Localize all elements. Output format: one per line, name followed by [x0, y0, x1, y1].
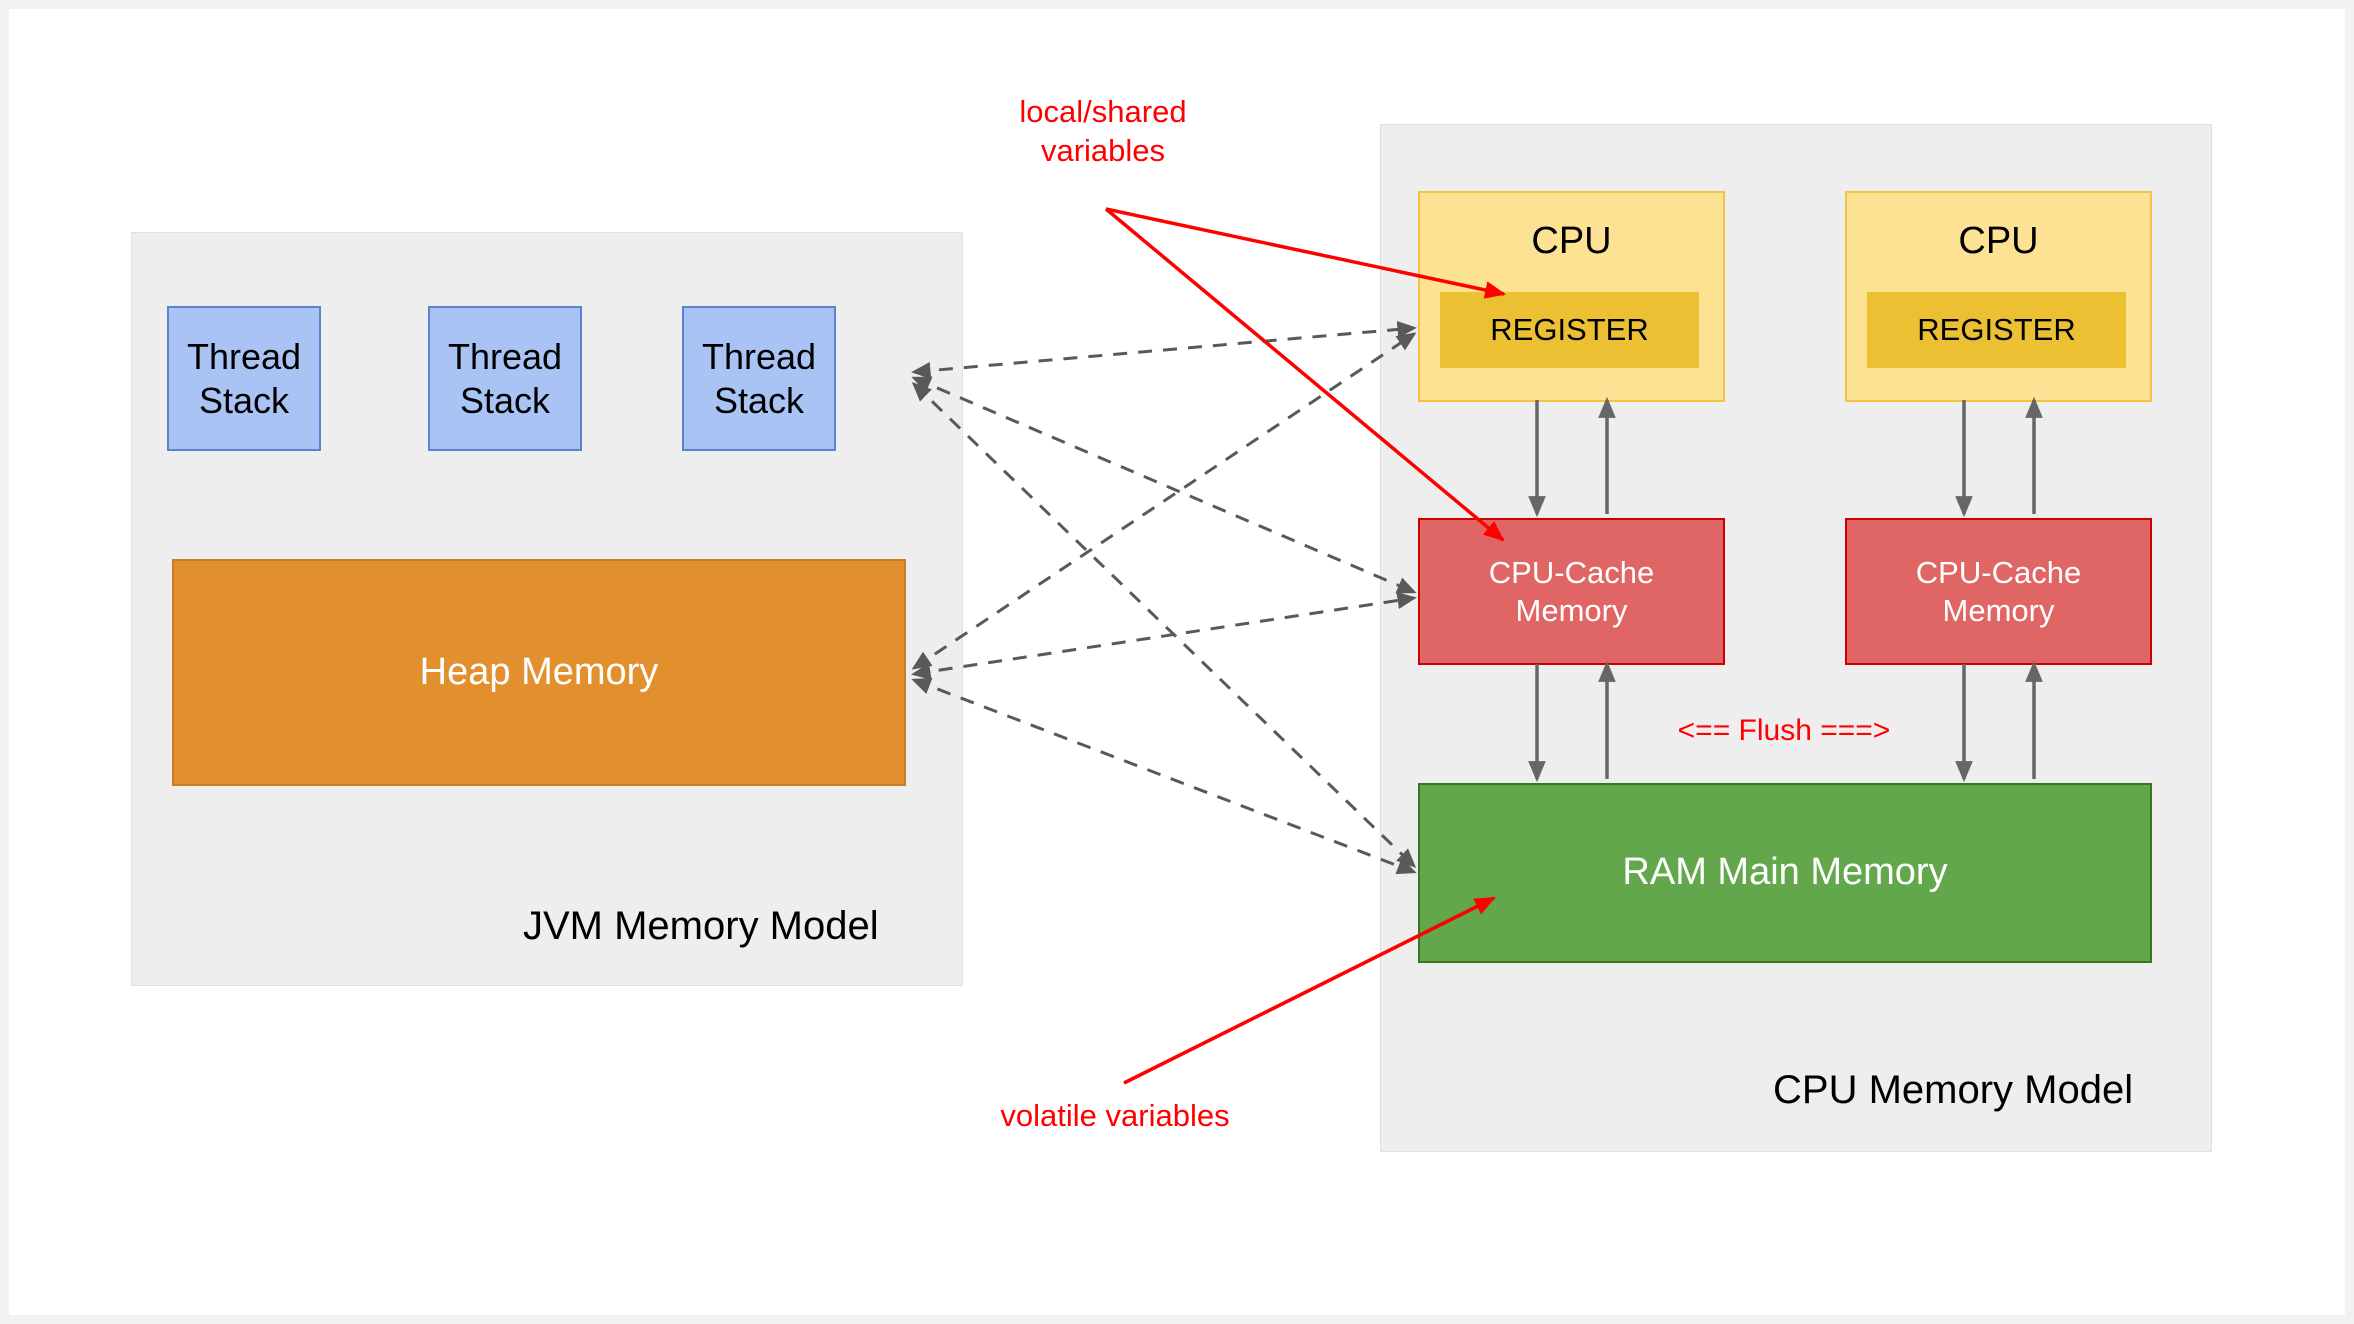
jvm-memory-model-label: JVM Memory Model — [523, 904, 879, 948]
edge-heap-to-ram — [911, 677, 1417, 875]
annotation-volatile-variables: volatile variables — [1000, 1098, 1230, 1133]
register-box-1[interactable]: REGISTER — [1440, 292, 1699, 368]
edge-threadstack-to-register — [911, 320, 1417, 380]
cpu-box-2[interactable]: CPU REGISTER — [1845, 191, 2152, 402]
edge-threadstack-to-cache — [911, 376, 1417, 594]
cpu-title-2: CPU — [1958, 220, 2039, 262]
cpu-box-1[interactable]: CPU REGISTER — [1418, 191, 1725, 402]
edge-heap-to-cache — [911, 592, 1417, 680]
annotation-flush-label: <== Flush ===> — [1677, 714, 1891, 747]
edge-heap-to-register — [911, 332, 1417, 670]
edge-threadstack-to-ram — [911, 381, 1417, 869]
heap-memory-box[interactable]: Heap Memory — [172, 559, 906, 786]
cpu-title-1: CPU — [1531, 220, 1612, 262]
cpu-memory-model-label: CPU Memory Model — [1773, 1068, 2134, 1112]
ram-main-memory-box[interactable]: RAM Main Memory — [1418, 783, 2152, 963]
register-box-2[interactable]: REGISTER — [1867, 292, 2126, 368]
